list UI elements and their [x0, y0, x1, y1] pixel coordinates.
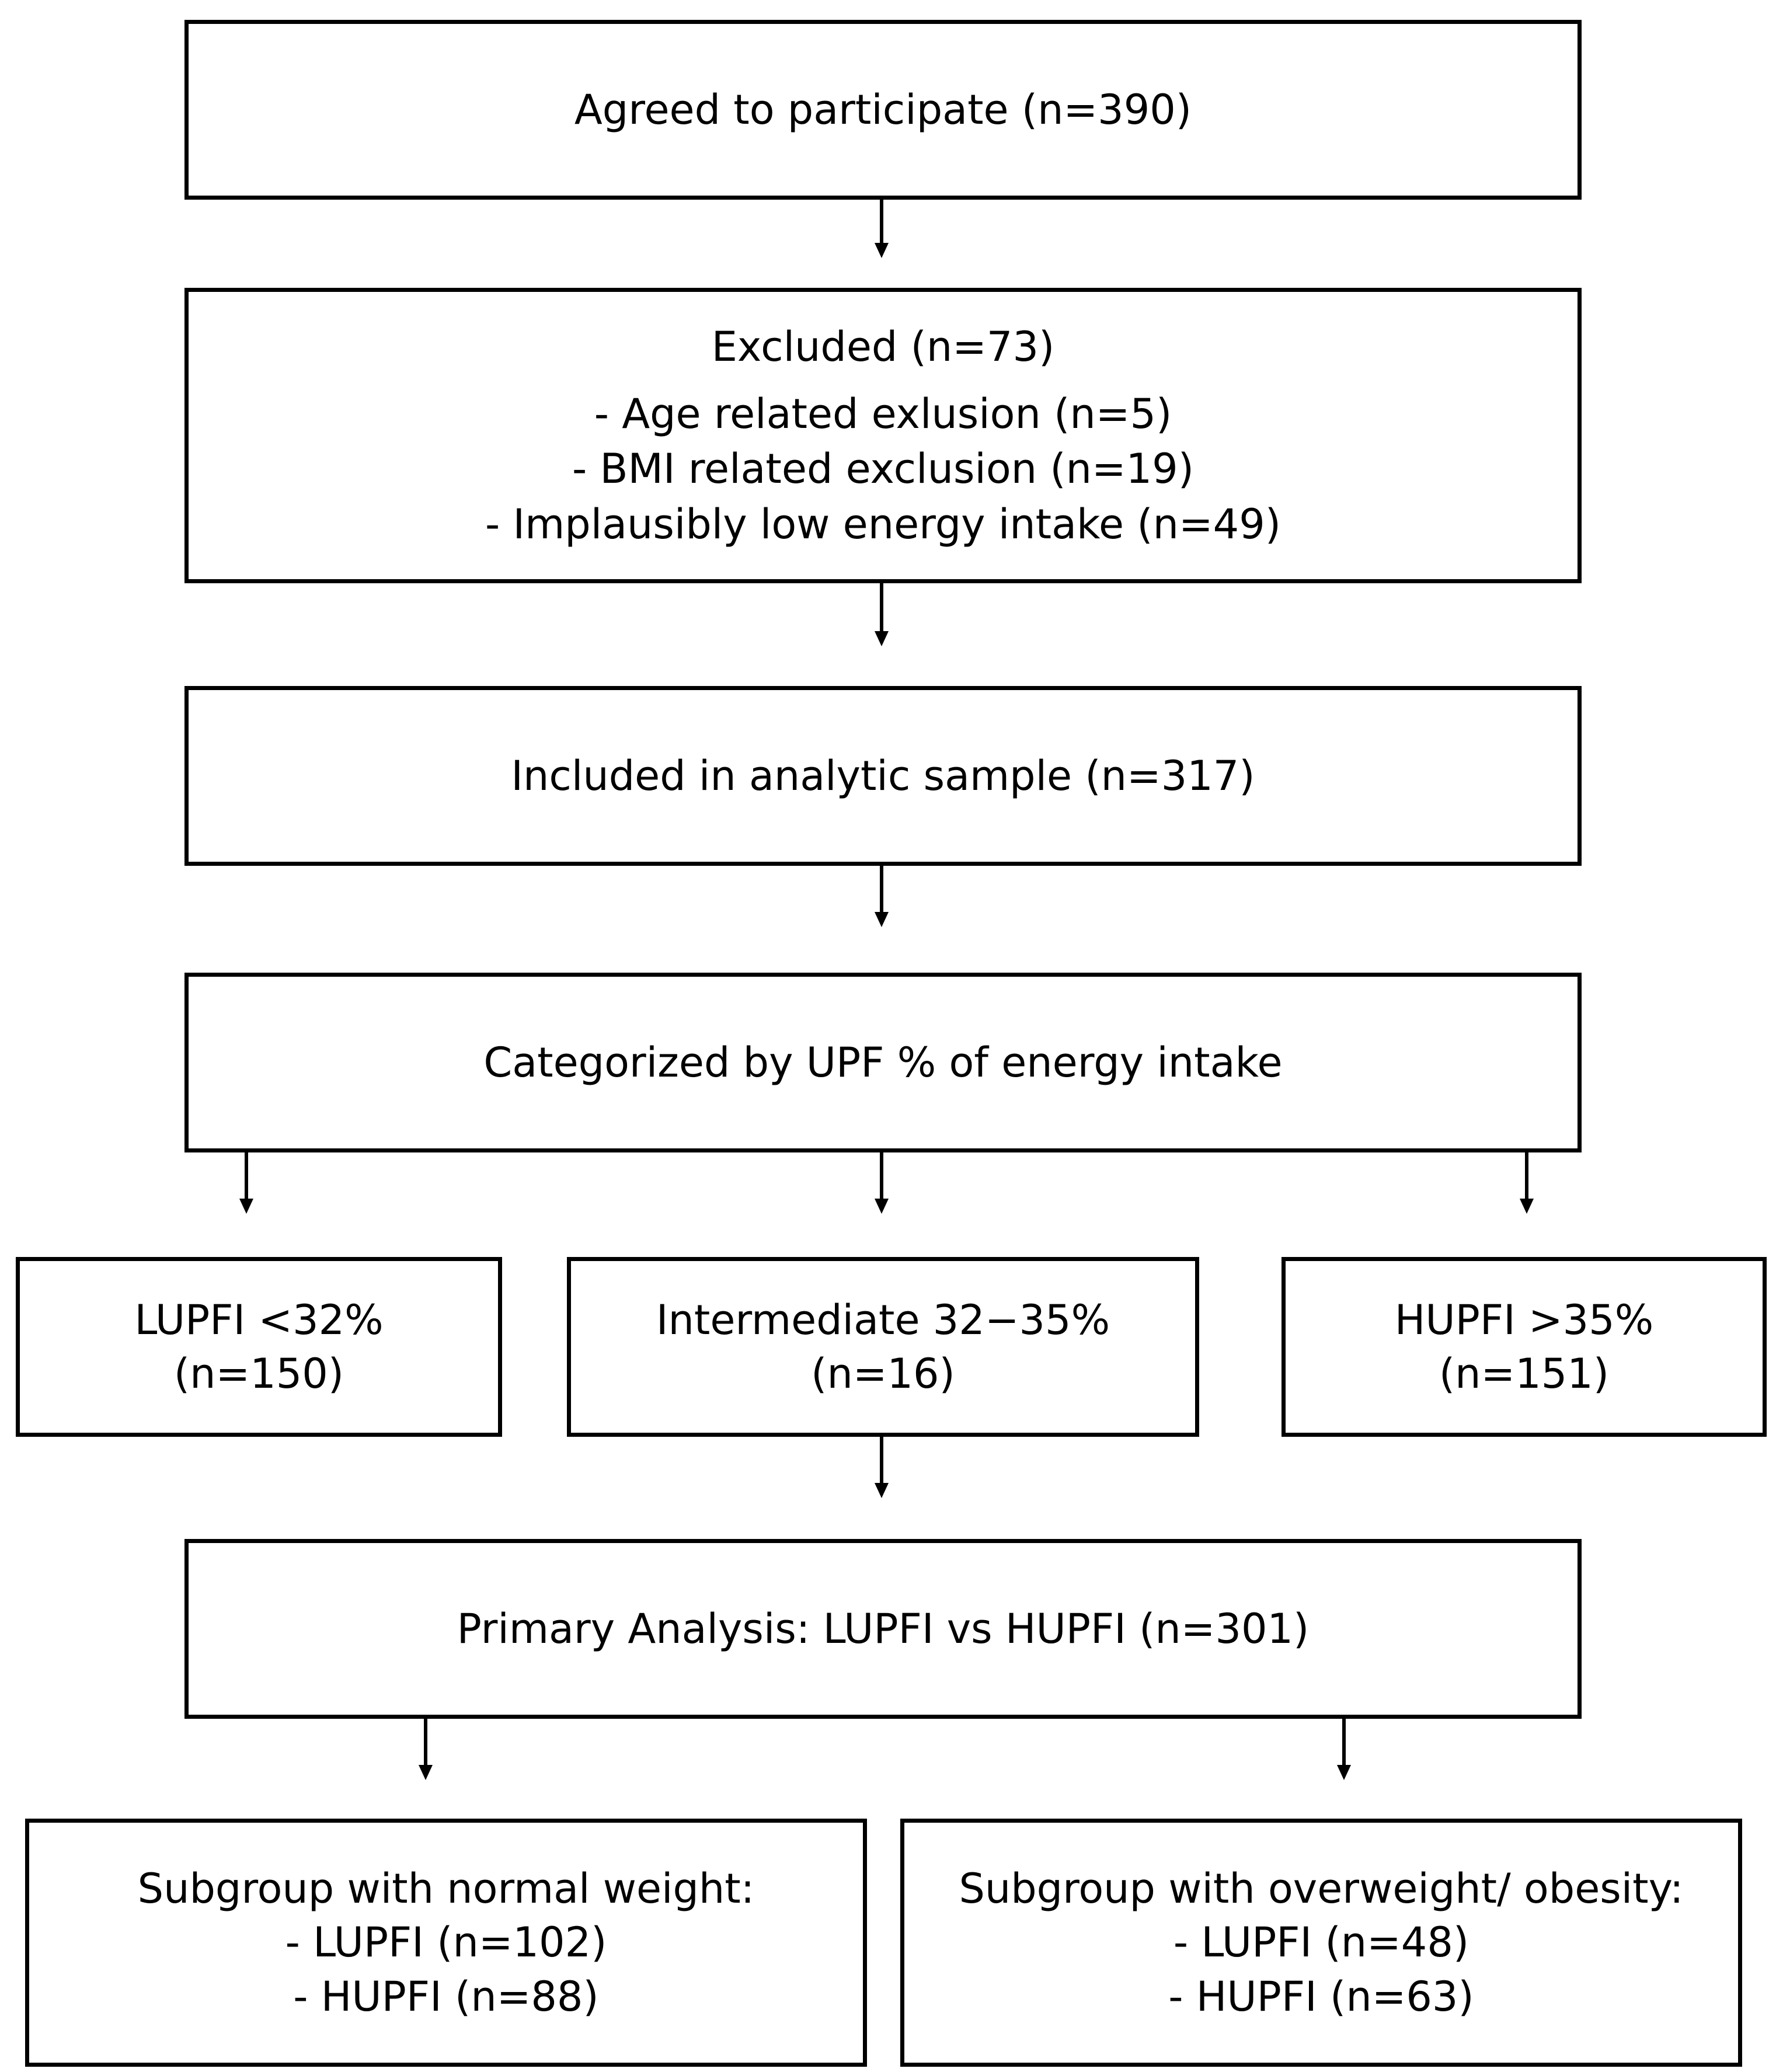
lupfi-count: (n=150) — [173, 1350, 344, 1398]
overweight-subgroup-box: Subgroup with overweight/ obesity: - LUP… — [900, 1819, 1742, 2067]
hupfi-box: HUPFI >35% (n=151) — [1281, 1257, 1767, 1437]
primary-analysis-text: Primary Analysis: LUPFI vs HUPFI (n=301) — [457, 1604, 1310, 1653]
arrow-primary-to-overweight — [1326, 1719, 1361, 1780]
intermediate-box: Intermediate 32−35% (n=16) — [567, 1257, 1199, 1437]
agreed-box: Agreed to participate (n=390) — [184, 20, 1582, 200]
excluded-bmi-item: - BMI related exclusion (n=19) — [572, 445, 1195, 493]
arrow-agreed-to-excluded — [864, 200, 899, 258]
included-text: Included in analytic sample (n=317) — [511, 751, 1255, 800]
arrow-categorized-to-lupfi — [229, 1152, 264, 1214]
categorized-box: Categorized by UPF % of energy intake — [184, 973, 1582, 1152]
overweight-title: Subgroup with overweight/ obesity: — [959, 1864, 1684, 1913]
normal-weight-hupfi: - HUPFI (n=88) — [293, 1972, 599, 2021]
arrow-categorized-to-hupfi — [1509, 1152, 1544, 1214]
included-box: Included in analytic sample (n=317) — [184, 686, 1582, 866]
arrow-intermediate-to-primary — [864, 1437, 899, 1498]
hupfi-count: (n=151) — [1439, 1350, 1610, 1398]
excluded-box: Excluded (n=73) - Age related exlusion (… — [184, 288, 1582, 583]
normal-weight-lupfi: - LUPFI (n=102) — [285, 1918, 607, 1967]
lupfi-label: LUPFI <32% — [134, 1296, 384, 1344]
excluded-title: Excluded (n=73) — [711, 323, 1055, 371]
categorized-text: Categorized by UPF % of energy intake — [483, 1038, 1283, 1087]
primary-analysis-box: Primary Analysis: LUPFI vs HUPFI (n=301) — [184, 1539, 1582, 1719]
arrow-primary-to-normal-weight — [408, 1719, 443, 1780]
arrow-categorized-to-intermediate — [864, 1152, 899, 1214]
normal-weight-subgroup-box: Subgroup with normal weight: - LUPFI (n=… — [25, 1819, 867, 2067]
hupfi-label: HUPFI >35% — [1394, 1296, 1654, 1344]
lupfi-box: LUPFI <32% (n=150) — [16, 1257, 502, 1437]
arrow-included-to-categorized — [864, 866, 899, 927]
intermediate-count: (n=16) — [811, 1350, 955, 1398]
excluded-age-item: - Age related exlusion (n=5) — [594, 389, 1172, 438]
overweight-hupfi: - HUPFI (n=63) — [1168, 1972, 1474, 2021]
intermediate-label: Intermediate 32−35% — [656, 1296, 1110, 1344]
overweight-lupfi: - LUPFI (n=48) — [1173, 1918, 1469, 1967]
arrow-excluded-to-included — [864, 583, 899, 646]
excluded-energy-item: - Implausibly low energy intake (n=49) — [485, 500, 1281, 548]
agreed-text: Agreed to participate (n=390) — [574, 85, 1192, 134]
normal-weight-title: Subgroup with normal weight: — [137, 1864, 755, 1913]
